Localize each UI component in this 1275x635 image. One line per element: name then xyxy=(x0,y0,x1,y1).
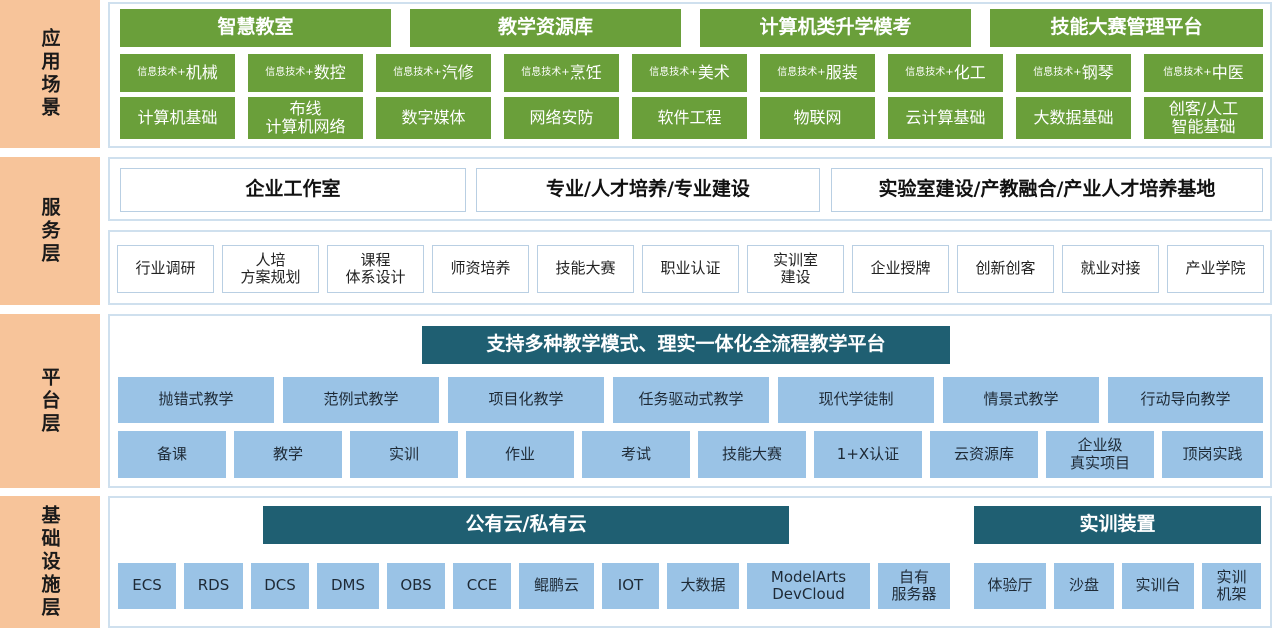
teaching-flow: 技能大赛 xyxy=(698,431,806,478)
cloud-head: 公有云/私有云 xyxy=(263,506,789,544)
cloud-service: DMS xyxy=(317,563,379,609)
app-course: 计算机基础 xyxy=(120,97,235,139)
teaching-flow: 考试 xyxy=(582,431,690,478)
teaching-flow: 云资源库 xyxy=(930,431,1038,478)
layer-label-platform: 平台层 xyxy=(0,314,100,488)
service-item: 技能大赛 xyxy=(537,245,634,293)
teaching-flow: 作业 xyxy=(466,431,574,478)
service-item: 实训室 建设 xyxy=(747,245,844,293)
app-scenario: 信息技术+中医 xyxy=(1144,54,1263,92)
service-item: 创新创客 xyxy=(957,245,1054,293)
service-head: 企业工作室 xyxy=(120,168,466,212)
app-course: 云计算基础 xyxy=(888,97,1003,139)
training-device: 沙盘 xyxy=(1054,563,1114,609)
cloud-service: ECS xyxy=(118,563,176,609)
layer-label-infra: 基础设施层 xyxy=(0,496,100,628)
teaching-flow: 教学 xyxy=(234,431,342,478)
teaching-flow: 1+X认证 xyxy=(814,431,922,478)
app-scenario: 信息技术+服装 xyxy=(760,54,875,92)
app-scenario: 信息技术+烹饪 xyxy=(504,54,619,92)
platform-head: 支持多种教学模式、理实一体化全流程教学平台 xyxy=(422,326,950,364)
teaching-mode: 范例式教学 xyxy=(283,377,439,423)
cloud-service: DCS xyxy=(251,563,309,609)
cloud-service: 自有 服务器 xyxy=(878,563,950,609)
teaching-flow: 企业级 真实项目 xyxy=(1046,431,1154,478)
teaching-mode: 现代学徒制 xyxy=(778,377,934,423)
teaching-mode: 情景式教学 xyxy=(943,377,1099,423)
service-item: 行业调研 xyxy=(117,245,214,293)
cloud-service: 鲲鹏云 xyxy=(519,563,594,609)
service-item: 师资培养 xyxy=(432,245,529,293)
cloud-service: IOT xyxy=(602,563,659,609)
service-head: 专业/人才培养/专业建设 xyxy=(476,168,820,212)
teaching-flow: 备课 xyxy=(118,431,226,478)
cloud-service: ModelArts DevCloud xyxy=(747,563,870,609)
teaching-mode: 抛错式教学 xyxy=(118,377,274,423)
teaching-mode: 任务驱动式教学 xyxy=(613,377,769,423)
service-item: 职业认证 xyxy=(642,245,739,293)
app-scenario: 信息技术+钢琴 xyxy=(1016,54,1131,92)
app-course: 创客/人工 智能基础 xyxy=(1144,97,1263,139)
teaching-mode: 项目化教学 xyxy=(448,377,604,423)
app-course: 数字媒体 xyxy=(376,97,491,139)
app-scenario: 信息技术+汽修 xyxy=(376,54,491,92)
app-course: 布线 计算机网络 xyxy=(248,97,363,139)
app-course: 物联网 xyxy=(760,97,875,139)
app-course: 网络安防 xyxy=(504,97,619,139)
cloud-service: RDS xyxy=(184,563,243,609)
app-course: 大数据基础 xyxy=(1016,97,1131,139)
app-head: 技能大赛管理平台 xyxy=(990,9,1263,47)
app-scenario: 信息技术+数控 xyxy=(248,54,363,92)
app-scenario: 信息技术+机械 xyxy=(120,54,235,92)
app-scenario: 信息技术+化工 xyxy=(888,54,1003,92)
app-head: 智慧教室 xyxy=(120,9,391,47)
service-head: 实验室建设/产教融合/产业人才培养基地 xyxy=(831,168,1263,212)
service-item: 课程 体系设计 xyxy=(327,245,424,293)
cloud-service: 大数据 xyxy=(667,563,739,609)
service-item: 产业学院 xyxy=(1167,245,1264,293)
app-scenario: 信息技术+美术 xyxy=(632,54,747,92)
teaching-flow: 顶岗实践 xyxy=(1162,431,1263,478)
cloud-service: CCE xyxy=(453,563,511,609)
layer-label-app: 应用场景 xyxy=(0,0,100,148)
device-head: 实训装置 xyxy=(974,506,1261,544)
cloud-service: OBS xyxy=(387,563,445,609)
layer-label-service: 服务层 xyxy=(0,157,100,305)
service-item: 人培 方案规划 xyxy=(222,245,319,293)
service-item: 企业授牌 xyxy=(852,245,949,293)
teaching-mode: 行动导向教学 xyxy=(1108,377,1263,423)
teaching-flow: 实训 xyxy=(350,431,458,478)
app-head: 计算机类升学模考 xyxy=(700,9,971,47)
service-item: 就业对接 xyxy=(1062,245,1159,293)
training-device: 实训台 xyxy=(1122,563,1194,609)
app-course: 软件工程 xyxy=(632,97,747,139)
training-device: 体验厅 xyxy=(974,563,1046,609)
training-device: 实训 机架 xyxy=(1202,563,1261,609)
app-head: 教学资源库 xyxy=(410,9,681,47)
